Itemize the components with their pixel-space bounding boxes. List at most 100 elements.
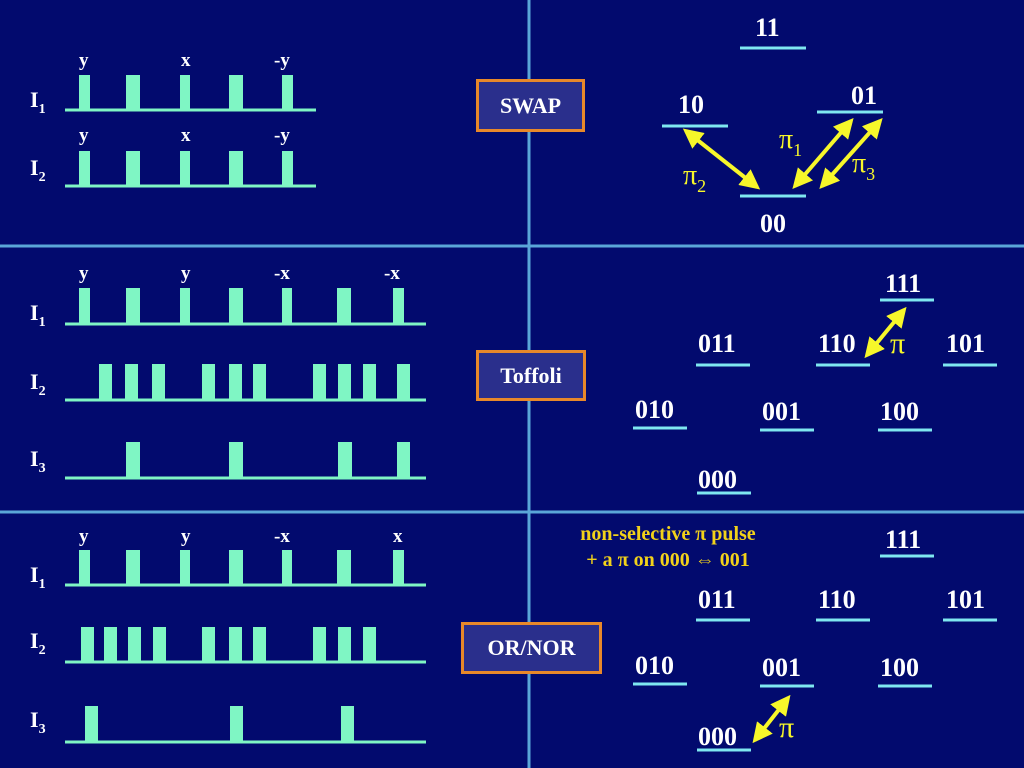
pulse <box>338 442 352 478</box>
toffoli-i1-phase-3: -x <box>274 263 290 284</box>
toffoli-i3-pulses <box>126 442 410 478</box>
level-10-label: 10 <box>678 90 704 119</box>
ornor-i1-pulses <box>79 550 404 585</box>
pulse <box>397 442 410 478</box>
ornor-i1-phase-1: y <box>79 526 89 547</box>
swap-i2-phase-2: x <box>181 125 191 146</box>
level-001-label: 001 <box>762 653 801 682</box>
ornor-i1-label: I1 <box>30 562 46 592</box>
level-101-label: 101 <box>946 329 985 358</box>
ornor-pulse-sequence: y y -x x I1 I2 I3 <box>30 526 426 744</box>
ornor-note-line-1: non-selective π pulse <box>580 523 756 545</box>
pulse <box>363 364 376 400</box>
pulse <box>180 550 190 585</box>
toffoli-i1-phase-4: -x <box>384 263 400 284</box>
ornor-i1-phase-4: x <box>393 526 403 547</box>
pulse <box>338 364 351 400</box>
pulse <box>313 364 326 400</box>
pi2-label: π2 <box>683 160 706 196</box>
swap-i1-label: I1 <box>30 87 46 117</box>
pulse <box>337 550 351 585</box>
level-110-label: 110 <box>818 585 856 614</box>
level-00-label: 00 <box>760 209 786 238</box>
pulse <box>79 550 90 585</box>
ornor-i3-pulses <box>85 706 354 742</box>
pulse <box>282 550 292 585</box>
level-111-label: 111 <box>885 269 921 298</box>
pulse <box>180 288 190 324</box>
toffoli-gate-box: Toffoli <box>476 350 586 401</box>
pulse <box>128 627 141 662</box>
pulse <box>337 288 351 324</box>
pulse <box>229 151 243 186</box>
pulse <box>282 75 293 110</box>
swap-pulse-sequence: y x -y I1 y x -y I2 <box>30 50 316 188</box>
ornor-i3-label: I3 <box>30 707 46 737</box>
pulse <box>282 288 292 324</box>
arrow-pi-110-111 <box>864 306 907 359</box>
toffoli-energy-levels: 111 011 110 101 010 001 100 000 π <box>633 269 997 495</box>
pulse <box>104 627 117 662</box>
swap-i1-phase-2: x <box>181 50 191 71</box>
pulse <box>338 627 351 662</box>
pulse <box>85 706 98 742</box>
pulse <box>202 627 215 662</box>
swap-energy-levels: 11 10 01 00 π1 π2 π3 <box>662 13 883 238</box>
pulse <box>126 550 140 585</box>
swap-i1-phase-3: -y <box>274 50 290 71</box>
level-101-label: 101 <box>946 585 985 614</box>
level-01-label: 01 <box>851 81 877 110</box>
pulse <box>180 75 190 110</box>
arrow-pi3 <box>819 118 883 189</box>
pulse <box>126 288 140 324</box>
level-001-label: 001 <box>762 397 801 426</box>
pulse <box>253 364 266 400</box>
level-011-label: 011 <box>698 585 736 614</box>
level-000-label: 000 <box>698 465 737 494</box>
arrow-pi-000-001 <box>752 694 791 744</box>
pulse <box>153 627 166 662</box>
pulse <box>313 627 326 662</box>
pulse <box>229 550 243 585</box>
level-11-label: 11 <box>755 13 780 42</box>
level-100-label: 100 <box>880 653 919 682</box>
toffoli-i3-label: I3 <box>30 446 46 476</box>
pulse <box>125 364 138 400</box>
toffoli-i1-phase-2: y <box>181 263 191 284</box>
pulse <box>253 627 266 662</box>
pulse <box>180 151 190 186</box>
ornor-gate-box: OR/NOR <box>461 622 602 674</box>
pulse <box>79 151 90 186</box>
pulse <box>230 706 243 742</box>
pulse <box>152 364 165 400</box>
swap-i1-phase-1: y <box>79 50 89 71</box>
swap-gate-box: SWAP <box>476 79 585 132</box>
level-000-label: 000 <box>698 722 737 751</box>
toffoli-i1-label: I1 <box>30 300 46 330</box>
pulse <box>229 627 242 662</box>
level-011-label: 011 <box>698 329 736 358</box>
level-111-label: 111 <box>885 525 921 554</box>
swap-i2-phase-1: y <box>79 125 89 146</box>
swap-i2-phase-3: -y <box>274 125 290 146</box>
ornor-energy-levels: 111 011 110 101 010 001 100 000 π <box>633 525 997 752</box>
ornor-i1-phase-2: y <box>181 526 191 547</box>
swap-i1-pulses <box>79 75 293 110</box>
toffoli-i1-pulses <box>79 288 404 324</box>
pulse <box>126 442 140 478</box>
pulse <box>79 288 90 324</box>
pulse <box>229 442 243 478</box>
pulse <box>393 288 404 324</box>
ornor-i2-pulses <box>81 627 376 662</box>
swap-i2-pulses <box>79 151 293 186</box>
pulse <box>126 75 140 110</box>
pulse <box>282 151 293 186</box>
arrow-pi1 <box>792 117 854 190</box>
pulse <box>229 364 242 400</box>
level-010-label: 010 <box>635 651 674 680</box>
pi3-label: π3 <box>852 148 875 184</box>
pulse <box>363 627 376 662</box>
level-110-label: 110 <box>818 329 856 358</box>
level-100-label: 100 <box>880 397 919 426</box>
